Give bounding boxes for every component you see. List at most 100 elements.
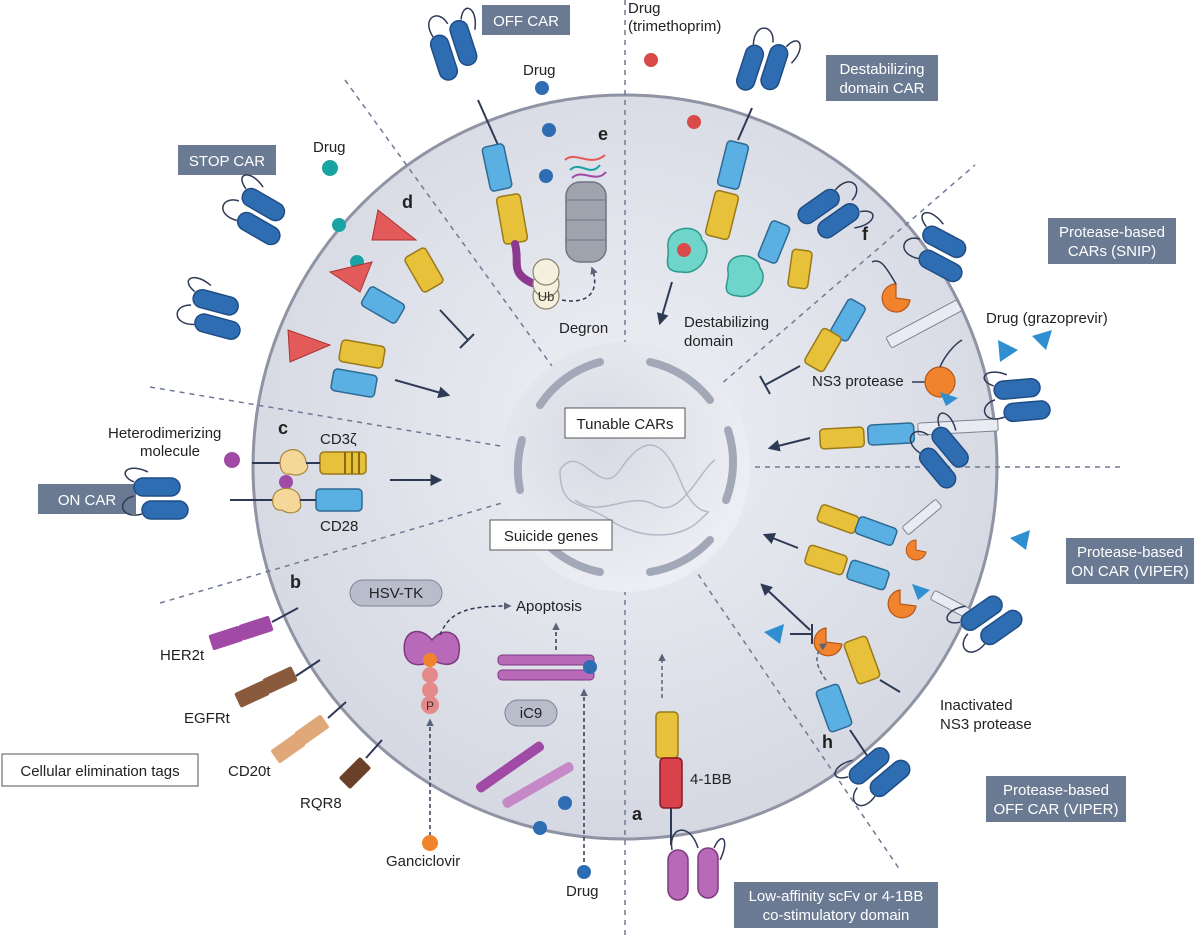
svg-text:Cellular elimination tags: Cellular elimination tags — [20, 763, 179, 780]
stop-inhibit-line — [439, 309, 469, 341]
drug-e-1 — [535, 81, 549, 95]
ns3-protease-label: NS3 protease — [812, 373, 904, 390]
tunable-cars-label: Tunable CARs — [564, 407, 686, 439]
destab-domain-label-1: Destabilizing — [684, 314, 769, 331]
svg-text:Protease-based: Protease-based — [1077, 544, 1183, 561]
proteasome — [564, 154, 607, 263]
inactivated-ns3-label-1: Inactivated — [940, 697, 1013, 714]
ic9-monomers — [475, 741, 574, 808]
viper-on-arrow — [762, 532, 799, 549]
on-car-construct — [121, 449, 367, 520]
viper-off-dashed-arrow — [816, 643, 828, 681]
snip-active-arrow — [767, 437, 811, 452]
section-letter-b: b — [290, 572, 301, 592]
destab-degraded-construct — [725, 174, 879, 298]
cd3z-label: CD3ζ — [320, 431, 357, 448]
cd20t-tag — [271, 701, 347, 763]
nucleus — [500, 342, 750, 592]
svg-text:co-stimulatory domain: co-stimulatory domain — [763, 907, 910, 924]
hsv-tk-label: HSV-TK — [349, 579, 443, 607]
snip-car-construct-1 — [871, 208, 982, 348]
drug-bottom-3 — [577, 865, 591, 879]
degron-label: Degron — [559, 320, 608, 337]
cd28-label: CD28 — [320, 518, 358, 535]
destab-domain-label-2: domain — [684, 333, 733, 350]
trimethoprim-label-1: Drug — [628, 0, 661, 17]
rqr8-tag — [339, 739, 383, 789]
suicide-genes-label: Suicide genes — [489, 519, 613, 551]
drug-e-3 — [539, 169, 553, 183]
svg-text:OFF CAR: OFF CAR — [493, 13, 559, 30]
low-affinity-box: Low-affinity scFv or 4-1BB co-stimulator… — [734, 882, 938, 928]
grazoprevir-1 — [998, 340, 1018, 362]
drug-d-1 — [322, 160, 338, 176]
trimethoprim-2 — [687, 115, 701, 129]
destab-arrow — [656, 281, 673, 326]
destab-car-construct — [666, 23, 804, 274]
drug-bottom-1 — [558, 796, 572, 810]
hsv-tk-enzyme: P — [403, 630, 461, 714]
ubiquitin-chain: Ub — [532, 258, 560, 310]
drug-d-2 — [332, 218, 346, 232]
svg-text:ON CAR: ON CAR — [58, 492, 117, 509]
her2t-tag — [208, 607, 299, 651]
drug-bottom-label: Drug — [566, 883, 599, 900]
stop-car-construct-1 — [216, 170, 444, 324]
snip-inhibit-bar — [759, 375, 771, 395]
stop-car-arrow — [394, 379, 451, 399]
apoptosis-label: Apoptosis — [516, 598, 582, 615]
trimethoprim-1 — [644, 53, 658, 67]
svg-text:Tunable CARs: Tunable CARs — [577, 416, 674, 433]
drug-e-label: Drug — [523, 62, 556, 79]
stop-car-construct-2 — [173, 274, 386, 398]
trimethoprim-label-2: (trimethoprim) — [628, 18, 721, 35]
grazoprevir-3 — [1010, 530, 1030, 550]
snip-car-box: Protease-based CARs (SNIP) — [1048, 218, 1176, 264]
section-letter-a: a — [632, 804, 643, 824]
svg-text:OFF CAR (VIPER): OFF CAR (VIPER) — [993, 801, 1118, 818]
snip-inhibit-line — [764, 365, 801, 386]
viper-on-car-2 — [804, 544, 1027, 660]
ic9-label: iC9 — [504, 699, 558, 727]
svg-text:Protease-based: Protease-based — [1003, 782, 1109, 799]
grazoprevir-4 — [764, 624, 784, 644]
grazoprevir-label: Drug (grazoprevir) — [986, 310, 1108, 327]
inactivated-ns3-label-2: NS3 protease — [940, 716, 1032, 733]
low-affinity-car — [655, 711, 726, 901]
heterodimerizing-label-2: molecule — [140, 443, 200, 460]
degron-arrow — [561, 266, 598, 302]
svg-text:Protease-based: Protease-based — [1059, 224, 1165, 241]
egfrt-tag — [234, 659, 321, 708]
svg-text:Destabilizing: Destabilizing — [839, 61, 924, 78]
svg-text:HSV-TK: HSV-TK — [369, 585, 423, 602]
section-letter-f: f — [862, 224, 869, 244]
viper-off-car-box: Protease-based OFF CAR (VIPER) — [986, 776, 1126, 822]
stop-car-box: STOP CAR — [178, 145, 276, 175]
on-car-box: ON CAR — [38, 484, 136, 514]
off-car-construct — [421, 3, 549, 288]
svg-text:ON CAR (VIPER): ON CAR (VIPER) — [1071, 563, 1189, 580]
section-letter-d: d — [402, 192, 413, 212]
svg-text:Suicide genes: Suicide genes — [504, 528, 598, 545]
tk-to-apoptosis-arrow — [439, 602, 512, 636]
cd20t-label: CD20t — [228, 763, 271, 780]
drug-e-2 — [542, 123, 556, 137]
viper-on-car-1 — [816, 407, 986, 561]
off-car-box: OFF CAR — [482, 5, 570, 35]
ganciclovir-molecule — [422, 835, 438, 851]
svg-text:CARs (SNIP): CARs (SNIP) — [1068, 243, 1156, 260]
destabilizing-car-box: Destabilizing domain CAR — [826, 55, 938, 101]
drug-bottom-2 — [533, 821, 547, 835]
svg-text:P: P — [426, 699, 434, 713]
section-letter-e: e — [598, 124, 608, 144]
svg-text:domain CAR: domain CAR — [839, 80, 924, 97]
snip-inhibited-construct — [804, 298, 866, 373]
ganciclovir-label: Ganciclovir — [386, 853, 460, 870]
svg-text:Low-affinity scFv or 4-1BB: Low-affinity scFv or 4-1BB — [749, 888, 924, 905]
bb41-label: 4-1BB — [690, 771, 732, 788]
rqr8-label: RQR8 — [300, 795, 342, 812]
snip-active-protease — [924, 339, 963, 406]
elimination-tags-box: Cellular elimination tags — [1, 753, 199, 787]
viper-h-arrow — [760, 583, 811, 631]
